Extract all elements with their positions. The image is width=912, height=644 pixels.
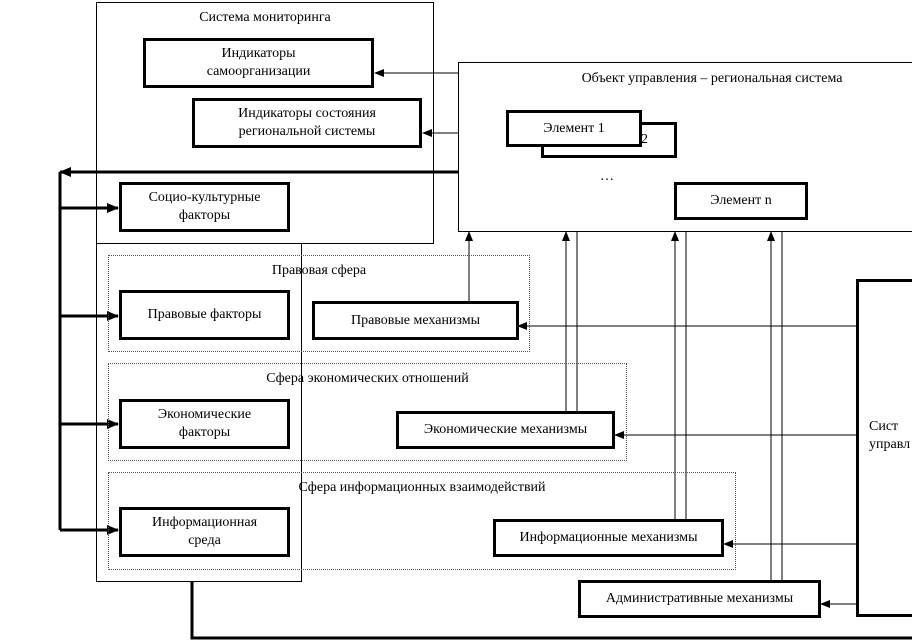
self-organization-indicators-box: Индикаторы самоорганизации [143,38,374,88]
element-n-box: Элемент n [674,182,808,220]
economic-sphere-label: Сфера экономических отношений [266,371,469,386]
legal-sphere-frame [108,255,530,352]
control-system-box: Сист управл [856,279,912,617]
elements-ellipsis: … [600,169,614,184]
monitoring-system-lower-frame [96,243,302,582]
administrative-mechanisms-box: Административные механизмы [578,580,821,618]
control-system-label: Сист управл [869,419,911,452]
element-2-label: 2 [641,132,648,147]
information-sphere-frame [108,472,736,570]
monitoring-system-label: Система мониторинга [199,10,331,25]
control-object-label: Объект управления – региональная система [581,71,843,86]
monitoring-system-frame [96,2,434,244]
information-environment-box: Информационная среда [119,507,290,557]
socio-cultural-factors-box: Социо-культурные факторы [119,182,290,232]
legal-mechanisms-box: Правовые механизмы [312,301,519,340]
state-indicators-box: Индикаторы состояния региональной систем… [192,98,422,148]
bottom-loop [190,582,912,640]
legal-sphere-label: Правовая сфера [271,263,367,278]
economic-sphere-frame [108,363,627,461]
economic-factors-box: Экономические факторы [119,399,290,449]
monitoring-system-inner-divider [301,243,434,244]
information-sphere-label: Сфера информационных взаимодействий [298,480,546,495]
element-1-box: Элемент 1 [506,110,642,147]
legal-factors-box: Правовые факторы [119,290,290,340]
information-mechanisms-box: Информационные механизмы [493,519,724,557]
economic-mechanisms-box: Экономические механизмы [396,411,615,449]
